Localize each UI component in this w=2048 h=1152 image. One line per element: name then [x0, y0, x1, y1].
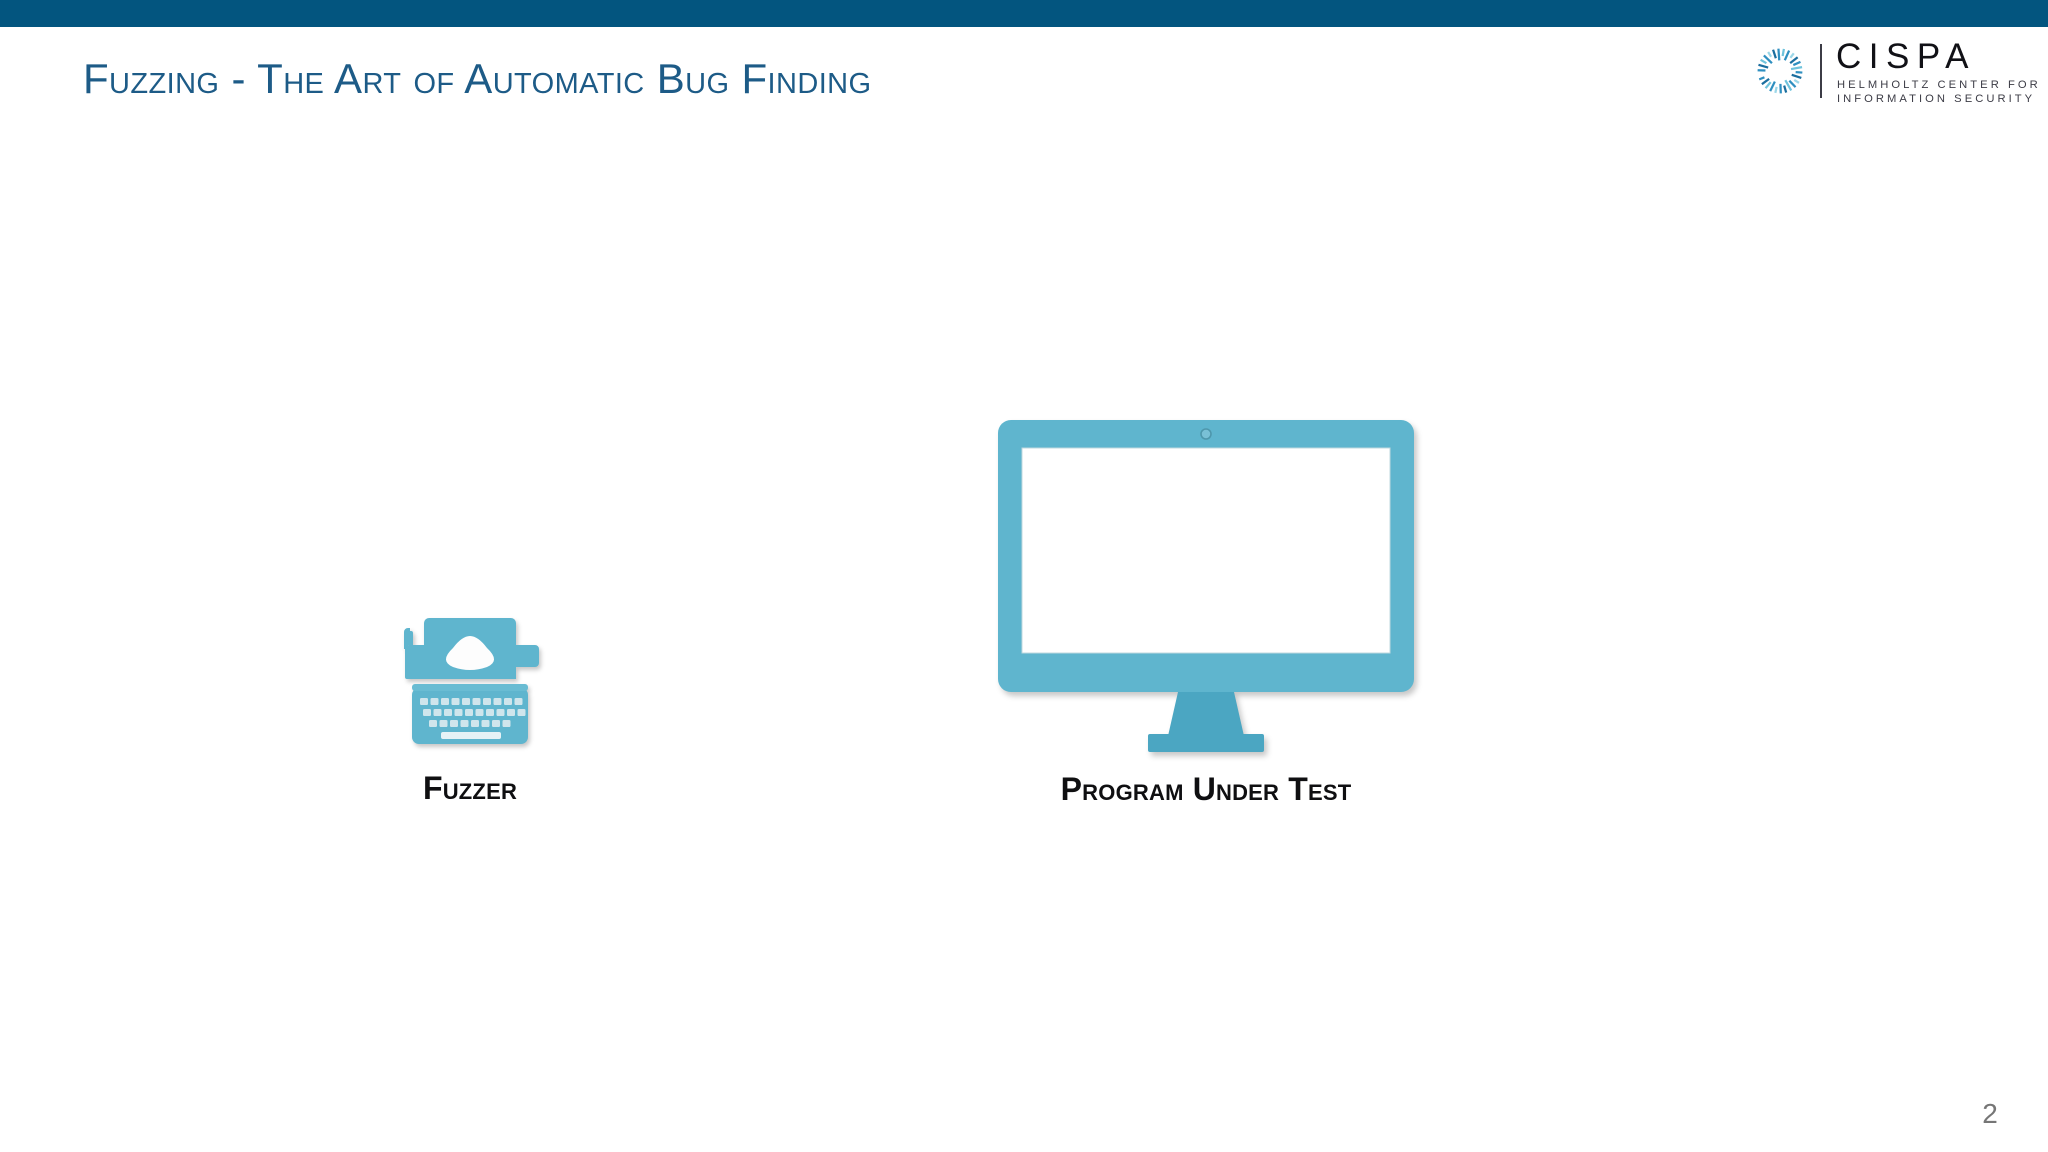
- top-accent-bar: [0, 0, 2048, 27]
- cispa-logo: CISPA HELMHOLTZ CENTER FOR INFORMATION S…: [1752, 37, 2042, 105]
- logo-subtitle-line-1: HELMHOLTZ CENTER FOR: [1837, 79, 2041, 91]
- page-title: Fuzzing - The Art of Automatic Bug Findi…: [83, 55, 872, 102]
- typewriter-icon: [404, 618, 539, 744]
- monitor-icon: [998, 420, 1414, 752]
- logo-subtitle-line-2: INFORMATION SECURITY: [1837, 93, 2036, 105]
- figure-label-program-under-test: Program Under Test: [1060, 771, 1352, 807]
- cispa-c-mark-icon: [1757, 48, 1803, 94]
- figure-label-fuzzer: Fuzzer: [422, 770, 518, 806]
- page-number: 2: [1982, 1098, 1998, 1129]
- logo-divider: [1820, 44, 1822, 98]
- logo-wordmark: CISPA: [1836, 37, 1976, 76]
